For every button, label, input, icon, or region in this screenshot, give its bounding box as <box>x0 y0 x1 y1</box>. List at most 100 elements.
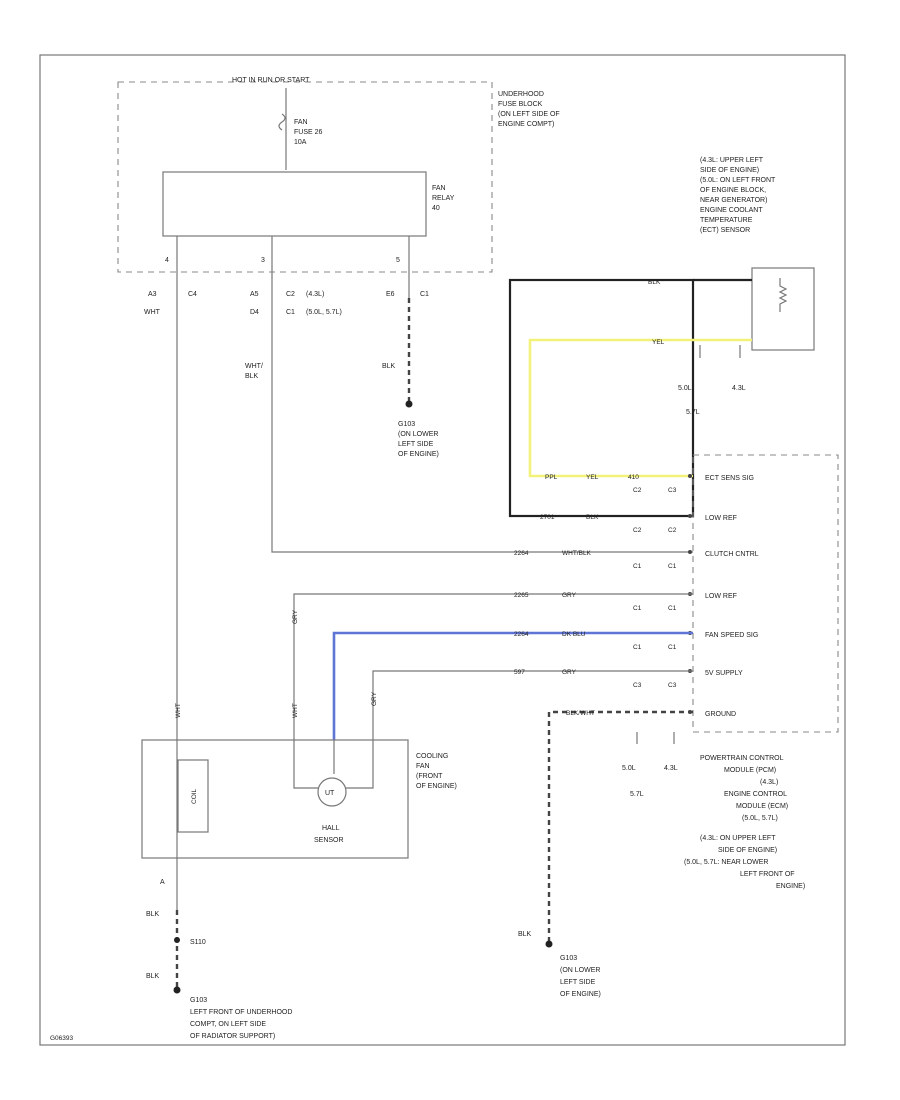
svg-text:4.3L: 4.3L <box>732 385 746 392</box>
svg-text:FUSE BLOCK: FUSE BLOCK <box>498 101 543 108</box>
splice-s110-label: S110 <box>190 939 206 946</box>
svg-text:(4.3L: UPPER LEFT: (4.3L: UPPER LEFT <box>700 157 764 164</box>
svg-text:C1: C1 <box>286 309 295 316</box>
wht-blk-wire-label: WHT/ BLK <box>245 363 263 380</box>
pcm-pin-connector-b: C1 <box>668 605 677 612</box>
svg-text:A3: A3 <box>148 291 157 298</box>
fuse-block-description: UNDERHOOD FUSE BLOCK (ON LEFT SIDE OF EN… <box>498 91 560 128</box>
svg-text:UNDERHOOD: UNDERHOOD <box>498 91 544 98</box>
pcm-pin-connector-b: C1 <box>668 644 677 651</box>
svg-text:ENGINE COMPT): ENGINE COMPT) <box>498 121 554 128</box>
fan-pin-a-label: A <box>160 879 165 886</box>
fan-fuse-label: FAN FUSE 26 10A <box>294 119 323 146</box>
ect-circuit-410-label: 410 <box>628 474 639 481</box>
svg-text:RELAY: RELAY <box>432 195 455 202</box>
svg-text:(ECT) SENSOR: (ECT) SENSOR <box>700 227 750 234</box>
fan-motor-coil <box>177 759 209 833</box>
ect-yellow-signal-wire <box>528 338 752 478</box>
ground-g103-upper-label: G103 (ON LOWER LEFT SIDE OF ENGINE) <box>398 421 439 458</box>
ect-circuit-2701-label: 2701 <box>540 514 555 521</box>
svg-text:C1: C1 <box>420 291 429 298</box>
hall-sensor-label: HALL SENSOR <box>314 825 344 844</box>
ect-thermistor-icon <box>778 278 788 312</box>
svg-text:(4.3L: ON UPPER LEFT: (4.3L: ON UPPER LEFT <box>700 835 776 842</box>
fan-wire-wht2-label: WHT <box>292 703 299 718</box>
svg-text:WHT/: WHT/ <box>245 363 263 370</box>
pcm-pin-label: LOW REF <box>705 515 737 522</box>
hall-sensor-symbol: UT <box>325 790 335 797</box>
fan-wire-wht-label: WHT <box>175 703 182 718</box>
svg-text:FAN: FAN <box>416 763 430 770</box>
svg-text:LEFT SIDE: LEFT SIDE <box>398 441 434 448</box>
svg-text:HALL: HALL <box>322 825 340 832</box>
pcm-wire-color-label: GRY <box>562 592 577 599</box>
ect-sensor-box <box>751 267 815 351</box>
pcm-pin-connector-b: C3 <box>668 487 677 494</box>
pcm-pin-label: FAN SPEED SIG <box>705 632 758 639</box>
pcm-pin-connector-a: C2 <box>633 487 642 494</box>
svg-text:OF ENGINE): OF ENGINE) <box>398 451 439 458</box>
svg-text:G103: G103 <box>190 997 207 1004</box>
ect-wire-yel-label: YEL <box>652 339 665 346</box>
pcm-pin-label: 5V SUPPLY <box>705 670 743 677</box>
svg-text:(5.0L, 5.7L): (5.0L, 5.7L) <box>306 309 342 316</box>
fan-wire-gry2-label: GRY <box>371 691 378 706</box>
svg-text:C2: C2 <box>286 291 295 298</box>
svg-text:(5.0L, 5.7L): (5.0L, 5.7L) <box>742 815 778 822</box>
svg-text:G103: G103 <box>560 955 577 962</box>
svg-text:(5.0L: ON LEFT FRONT: (5.0L: ON LEFT FRONT <box>700 177 776 184</box>
ground-g103-left-label: G103 LEFT FRONT OF UNDERHOOD COMPT, ON L… <box>190 997 292 1040</box>
svg-text:ENGINE): ENGINE) <box>776 883 805 890</box>
pcm-wire-circuit-label: 2264 <box>514 550 529 557</box>
svg-text:LEFT FRONT OF UNDERHOOD: LEFT FRONT OF UNDERHOOD <box>190 1009 292 1016</box>
svg-text:COMPT, ON LEFT SIDE: COMPT, ON LEFT SIDE <box>190 1021 266 1028</box>
pcm-pin-label: LOW REF <box>705 593 737 600</box>
bottom-blk2-label: BLK <box>146 973 160 980</box>
svg-text:TEMPERATURE: TEMPERATURE <box>700 217 753 224</box>
svg-text:OF ENGINE): OF ENGINE) <box>416 783 457 790</box>
relay-pin-3: 3 <box>261 257 265 264</box>
svg-text:ENGINE CONTROL: ENGINE CONTROL <box>724 791 787 798</box>
svg-text:COOLING: COOLING <box>416 753 448 760</box>
pcm-pin-connector-a: C1 <box>633 605 642 612</box>
svg-text:40: 40 <box>432 205 440 212</box>
svg-text:POWERTRAIN CONTROL: POWERTRAIN CONTROL <box>700 755 784 762</box>
hall-low-ref-wire <box>293 740 318 789</box>
pcm-description: POWERTRAIN CONTROL MODULE (PCM) (4.3L) E… <box>684 755 805 890</box>
ground-g103-lower-label: G103 (ON LOWER LEFT SIDE OF ENGINE) <box>560 955 601 998</box>
cooling-fan-label: COOLING FAN (FRONT OF ENGINE) <box>416 753 457 790</box>
svg-text:(ON LOWER: (ON LOWER <box>398 431 438 438</box>
svg-text:FAN: FAN <box>294 119 308 126</box>
pcm-pin-terminal <box>688 474 692 478</box>
hall-5v-wire <box>346 740 374 789</box>
svg-text:OF ENGINE): OF ENGINE) <box>560 991 601 998</box>
pcm-wire-color-label: BLK/WHT <box>566 710 595 717</box>
hall-sensor-icon <box>317 777 347 807</box>
relay-pin-4: 4 <box>165 257 169 264</box>
ect-harness-box <box>508 278 695 518</box>
svg-text:(5.0L, 5.7L: NEAR LOWER: (5.0L, 5.7L: NEAR LOWER <box>684 859 768 866</box>
fan-speed-sig-blue-wire <box>332 631 693 740</box>
svg-text:(FRONT: (FRONT <box>416 773 443 780</box>
relay-pin-5: 5 <box>396 257 400 264</box>
pcm-pin-label: CLUTCH CNTRL <box>705 551 759 558</box>
ect-wire-yel2-label: YEL <box>586 474 599 481</box>
splice-s110-dot <box>174 937 180 943</box>
ground-g103-left-dot <box>173 986 181 994</box>
svg-text:WHT: WHT <box>144 309 161 316</box>
pcm-pin-label: ECT SENS SIG <box>705 475 754 482</box>
ect-sensor-description: (4.3L: UPPER LEFT SIDE OF ENGINE) (5.0L:… <box>700 157 776 234</box>
svg-text:MODULE (PCM): MODULE (PCM) <box>724 767 776 774</box>
svg-text:OF ENGINE BLOCK,: OF ENGINE BLOCK, <box>700 187 766 194</box>
ground-g103-dot <box>405 400 413 408</box>
pcm-wire-circuit-label: 2264 <box>514 631 529 638</box>
svg-text:5.0L: 5.0L <box>622 765 636 772</box>
bottom-right-blk-label: BLK <box>518 931 532 938</box>
diagram-id: G06393 <box>50 1035 74 1042</box>
svg-text:E6: E6 <box>386 291 395 298</box>
svg-text:OF RADIATOR SUPPORT): OF RADIATOR SUPPORT) <box>190 1033 275 1040</box>
hot-in-run-label: HOT IN RUN OR START <box>232 77 310 84</box>
diagram-frame <box>39 54 846 1046</box>
